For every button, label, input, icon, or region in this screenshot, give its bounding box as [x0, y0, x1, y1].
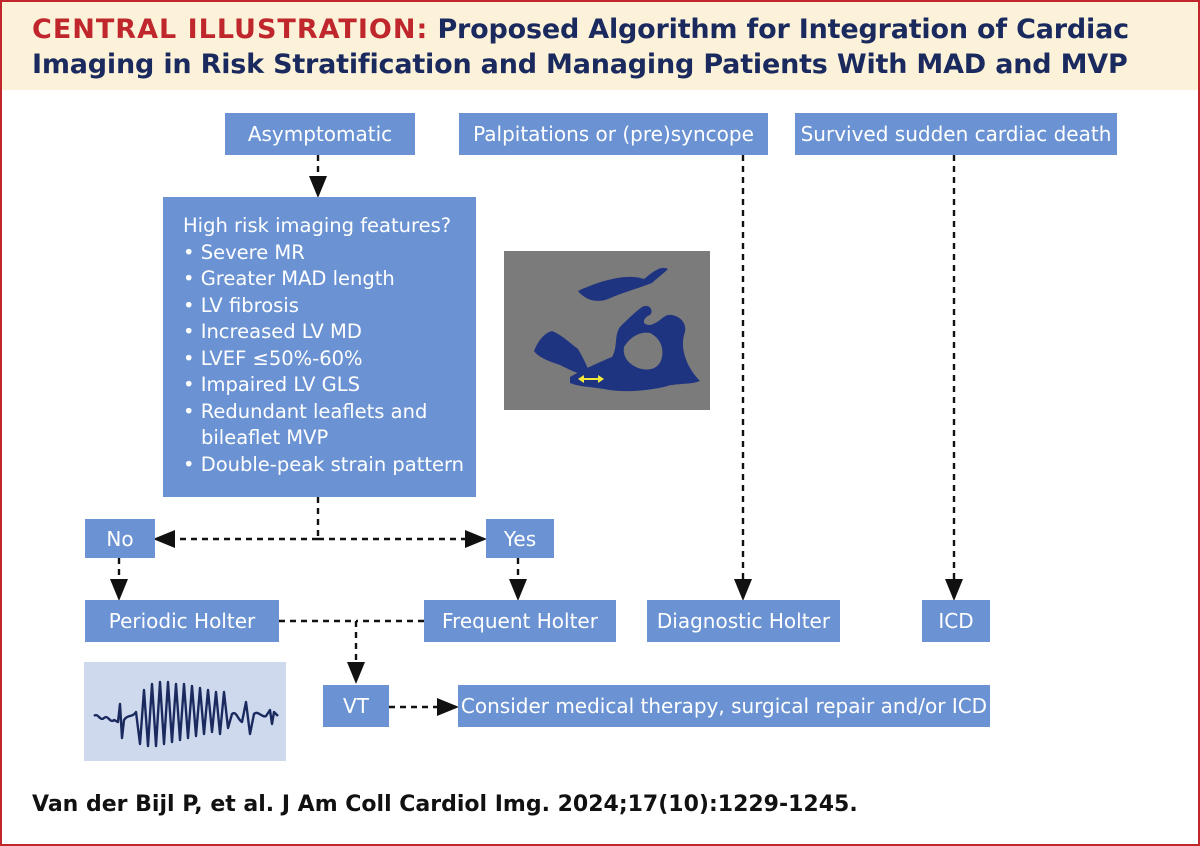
periodic-holter-box: Periodic Holter — [85, 600, 279, 642]
risk-feature-continuation: bileaflet MVP — [201, 426, 329, 449]
icd-box: ICD — [922, 600, 990, 642]
yes-box: Yes — [486, 519, 554, 558]
echo-ventricle-shape — [534, 331, 590, 375]
risk-question: High risk imaging features? — [183, 214, 452, 237]
header-banner: CENTRAL ILLUSTRATION: Proposed Algorithm… — [2, 2, 1198, 90]
title-text-1: Proposed Algorithm for Integration of Ca… — [437, 14, 1129, 45]
echo-cavity-inner — [623, 332, 663, 370]
title-prefix: CENTRAL ILLUSTRATION: — [32, 14, 429, 45]
risk-feature-text: • Redundant leaflets and — [183, 399, 428, 423]
risk-feature-item: • Increased LV MD — [183, 320, 362, 343]
risk-feature-item: • Redundant leaflets and bileaflet MVP — [183, 399, 466, 452]
echo-left-atrium-shape — [578, 267, 668, 301]
no-box: No — [85, 519, 155, 558]
citation: Van der Bijl P, et al. J Am Coll Cardiol… — [32, 792, 858, 817]
vt-box: VT — [323, 685, 389, 727]
risk-feature-item: • Double-peak strain pattern — [183, 452, 465, 476]
echo-mitral-annulus-illustration — [534, 267, 700, 392]
echo-mad-length-arrow — [578, 375, 604, 383]
risk-feature-item: • Impaired LV GLS — [183, 373, 360, 396]
echo-image — [504, 251, 710, 410]
risk-feature-list: • Severe MR • Greater MAD length • LV fi… — [183, 240, 466, 479]
risk-feature-item: • Severe MR — [183, 240, 305, 264]
risk-feature-item: • Greater MAD length — [183, 267, 395, 290]
therapy-box: Consider medical therapy, surgical repai… — [458, 685, 990, 727]
diagnostic-holter-box: Diagnostic Holter — [647, 600, 840, 642]
frequent-holter-box: Frequent Holter — [424, 600, 616, 642]
ecg-trace-svg — [93, 680, 279, 748]
title-line-2: Imaging in Risk Stratification and Manag… — [32, 49, 1128, 80]
risk-feature-item: • LV fibrosis — [183, 293, 299, 317]
risk-feature-item: • LVEF ≤50%-60% — [183, 346, 363, 370]
ecg-trace — [93, 680, 279, 748]
asymptomatic-box: Asymptomatic — [225, 113, 415, 155]
ecg-strip-image — [84, 662, 286, 761]
palpitations-box: Palpitations or (pre)syncope — [459, 113, 768, 155]
risk-features-box: High risk imaging features? • Severe MR … — [163, 197, 476, 497]
survived-box: Survived sudden cardiac death — [795, 113, 1117, 155]
title-line-1: CENTRAL ILLUSTRATION: Proposed Algorithm… — [32, 14, 1129, 45]
